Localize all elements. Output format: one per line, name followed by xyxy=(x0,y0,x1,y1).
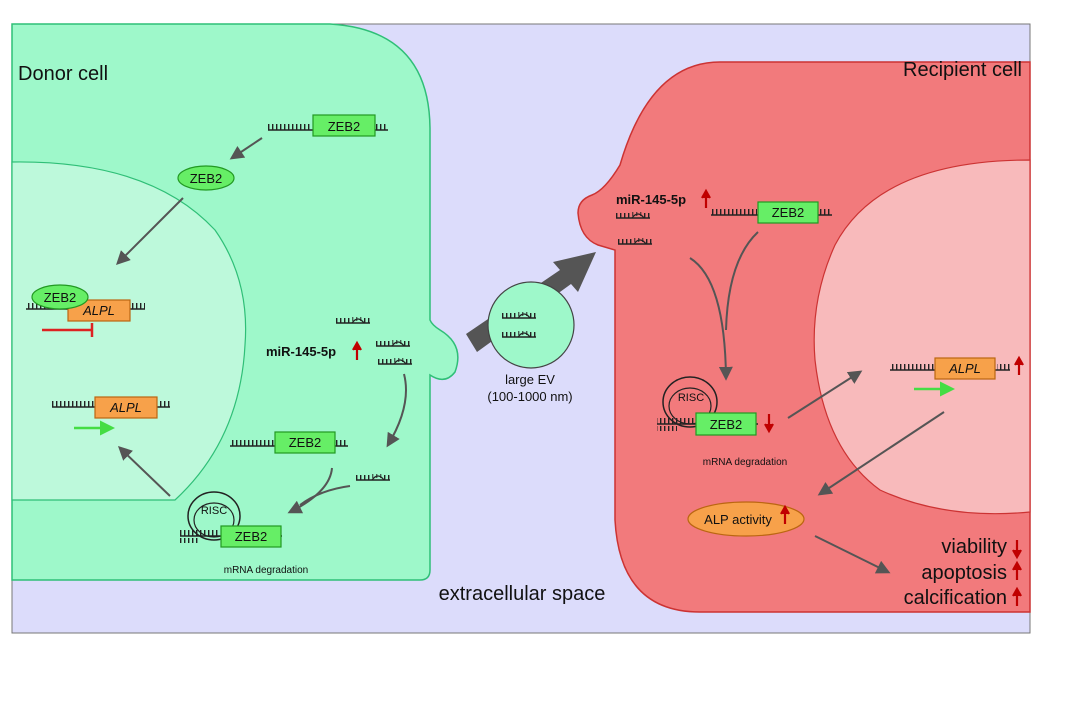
outcome-calcification: calcification xyxy=(904,587,1007,609)
arrow-derepression xyxy=(117,446,171,497)
arrow-outcomes xyxy=(814,535,891,574)
recipient-risc-complex xyxy=(657,376,758,436)
recipient-zeb2-arrow-down-icon xyxy=(764,414,774,434)
recipient-zeb2-mrna-label: ZEB2 xyxy=(772,205,805,220)
arrow-recipient-mirna xyxy=(689,257,733,381)
arrow-nuclear-import xyxy=(116,197,184,265)
ev-label-line1: large EV xyxy=(505,372,555,387)
donor-zeb2-bound xyxy=(31,284,89,310)
recipient-zeb2-mrna: ZEB2 xyxy=(711,201,832,224)
arrow-converge-b xyxy=(299,485,351,506)
outcome-apoptosis: apoptosis xyxy=(921,562,1007,584)
viability-arrow-down-icon xyxy=(1012,540,1022,560)
recipient-degradation-label: mRNA degradation xyxy=(703,457,788,468)
recipient-risc-label: RISC xyxy=(678,392,704,404)
large-ev xyxy=(487,281,575,369)
arrow-converge-a xyxy=(287,467,333,514)
inhibition-bar-icon xyxy=(42,323,94,337)
arrow-recipient-mrna xyxy=(725,231,759,331)
donor-nucleus xyxy=(11,161,247,501)
donor-zeb2-bound-label: ZEB2 xyxy=(44,290,77,305)
outcome-viability: viability xyxy=(941,536,1007,558)
donor-alpl-active: ALPL xyxy=(52,396,170,419)
recipient-nucleus xyxy=(813,159,1031,515)
calcification-arrow-up-icon xyxy=(1012,586,1022,606)
donor-zeb2-mrna-mid: ZEB2 xyxy=(230,431,348,454)
arrow-alp-activity xyxy=(817,411,945,496)
alp-activity-label: ALP activity xyxy=(704,512,772,527)
recipient-mir-arrow-up-icon xyxy=(701,188,711,208)
donor-alpl-repressed-label: ALPL xyxy=(82,303,115,318)
donor-mir-label: miR-145-5p xyxy=(266,344,336,359)
donor-zeb2-mrna-mid-label: ZEB2 xyxy=(289,435,322,450)
arrow-mirna-down xyxy=(386,373,407,448)
donor-zeb2-risc-label: ZEB2 xyxy=(235,529,268,544)
recipient-title: Recipient cell xyxy=(903,59,1022,81)
donor-zeb2-protein xyxy=(177,165,235,191)
recipient-alpl-arrow-up-icon xyxy=(1014,355,1024,375)
extracellular-label: extracellular space xyxy=(439,583,606,605)
donor-risc-complex xyxy=(180,491,282,548)
alp-activity-arrow-up-icon xyxy=(780,504,790,524)
recipient-zeb2-risc-label: ZEB2 xyxy=(710,417,743,432)
arrow-translation xyxy=(229,137,263,160)
ev-label-line2: (100-1000 nm) xyxy=(487,389,572,404)
donor-zeb2-mrna-top: ZEB2 xyxy=(268,114,388,137)
donor-degradation-label: mRNA degradation xyxy=(224,565,309,576)
donor-alpl-active-label: ALPL xyxy=(109,400,142,415)
arrow-alpl-induction xyxy=(787,370,863,419)
alp-activity-node xyxy=(687,501,805,537)
apoptosis-arrow-up-icon xyxy=(1012,560,1022,580)
recipient-alpl: ALPL xyxy=(890,357,1010,380)
donor-zeb2-protein-label: ZEB2 xyxy=(190,171,223,186)
donor-title: Donor cell xyxy=(18,63,108,85)
arrow-up-icon xyxy=(352,340,362,360)
donor-risc-label: RISC xyxy=(201,505,227,517)
donor-zeb2-mrna-top-label: ZEB2 xyxy=(328,119,361,134)
recipient-alpl-label: ALPL xyxy=(948,361,981,376)
recipient-mir-label: miR-145-5p xyxy=(616,192,686,207)
